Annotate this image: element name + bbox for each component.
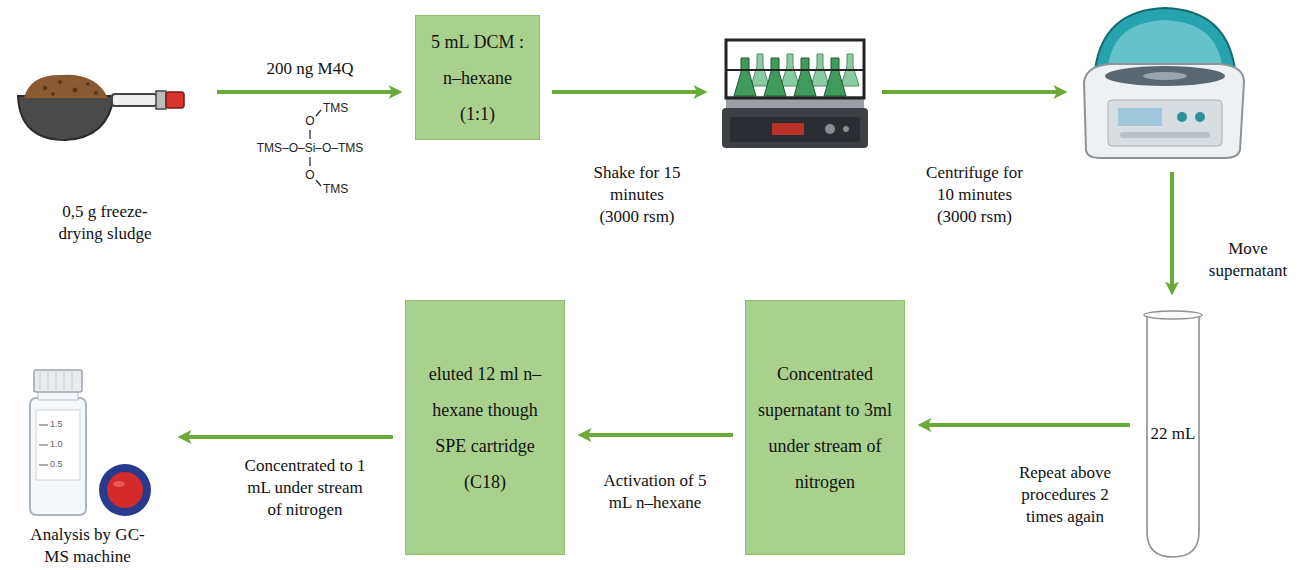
step-label: Repeat above procedures 2 times again — [1005, 462, 1125, 528]
volume-text: 22 mL — [1151, 423, 1196, 445]
vial-image: Analysis by GC-MS machine — [10, 365, 165, 568]
flow-arrow — [1170, 172, 1174, 285]
centrifuge-illustration — [1084, 8, 1244, 158]
process-text: eluted 12 ml n–hexane though SPE cartrid… — [416, 356, 554, 500]
caption-text: Analysis by GC-MS machine — [23, 524, 153, 568]
scale-mark: 1.5 — [50, 419, 76, 430]
flow-arrow — [217, 90, 392, 94]
step-label: Concentrated to 1 mL under stream of nit… — [240, 455, 370, 521]
sample-scoop: 0,5 g freeze-drying sludge — [5, 62, 205, 245]
flow-arrow — [552, 90, 697, 94]
scale-mark: 0.5 — [50, 459, 76, 470]
process-text: 5 mL DCM : n–hexane (1:1) — [426, 24, 529, 132]
vial-illustration — [30, 370, 151, 516]
flow-arrow — [928, 423, 1130, 427]
step-label: 200 ng M4Q — [240, 58, 380, 80]
process-box: Concentrated supernatant to 3ml under st… — [745, 300, 905, 555]
tube-container: 22 mL — [1142, 308, 1204, 560]
shaker-illustration — [722, 40, 868, 148]
sludge-scoop — [18, 75, 184, 140]
formula-text: TMS — [323, 182, 357, 196]
formula-text: O — [300, 114, 320, 128]
centrifuge-image — [1080, 5, 1245, 160]
step-label: Shake for 15 minutes (3000 rsm) — [590, 162, 684, 228]
shaker-image — [720, 20, 870, 150]
flow-arrow — [882, 90, 1057, 94]
formula-text: TMS — [323, 101, 357, 115]
step-label: Activation of 5 mL n–hexane — [590, 470, 720, 514]
formula-text: O — [300, 168, 320, 182]
step-label: Move supernatant — [1198, 238, 1298, 282]
flow-arrow — [188, 435, 393, 439]
process-text: Concentrated supernatant to 3ml under st… — [756, 356, 894, 500]
formula-text: TMS–O–Si–O–TMS — [230, 141, 390, 155]
process-box: 5 mL DCM : n–hexane (1:1) — [415, 15, 540, 140]
scale-mark: 1.0 — [50, 439, 76, 450]
process-box: eluted 12 ml n–hexane though SPE cartrid… — [405, 300, 565, 555]
step-label: Centrifuge for 10 minutes (3000 rsm) — [922, 162, 1027, 228]
flow-arrow — [588, 433, 733, 437]
caption-text: 0,5 g freeze-drying sludge — [48, 201, 163, 245]
